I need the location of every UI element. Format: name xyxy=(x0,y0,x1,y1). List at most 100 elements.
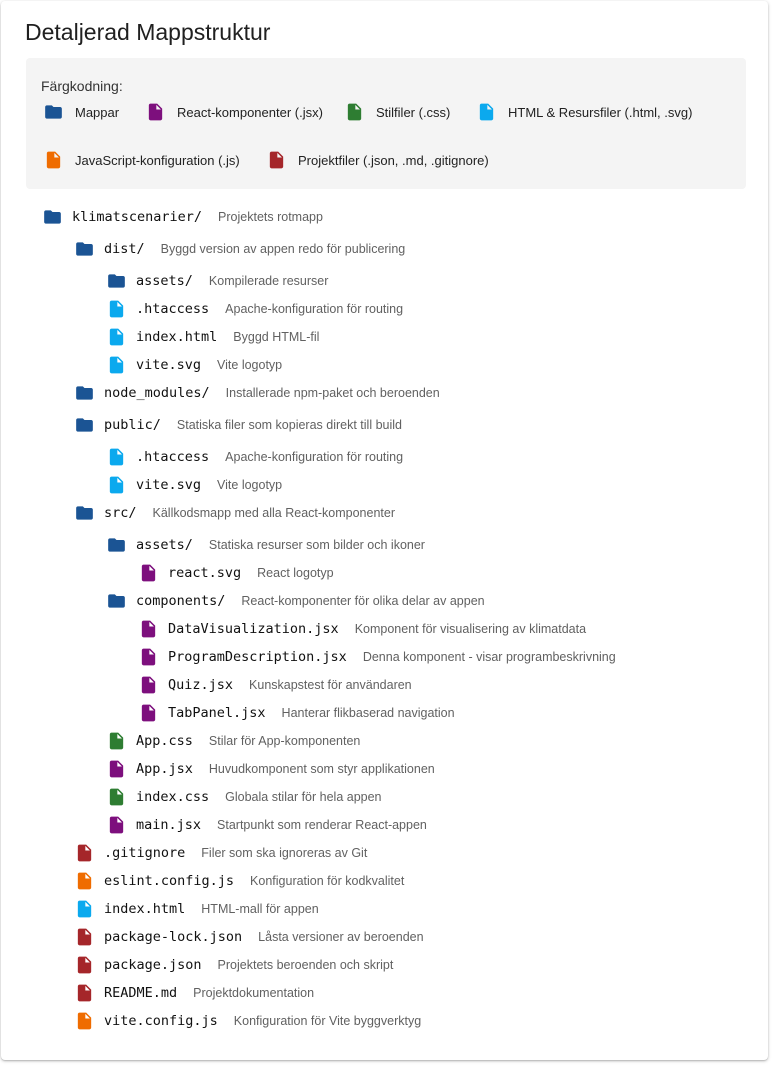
file-icon xyxy=(476,102,497,122)
tree-folder-row[interactable]: node_modules/Installerade npm-paket och … xyxy=(74,381,440,405)
file-icon xyxy=(344,102,365,122)
legend-item: Projektfiler (.json, .md, .gitignore) xyxy=(266,149,489,171)
file-icon xyxy=(106,475,127,495)
tree-item-name: index.html xyxy=(104,901,186,917)
tree-file-row[interactable]: react.svg React logotyp xyxy=(138,561,334,585)
legend-item: React-komponenter (.jsx) xyxy=(145,101,323,123)
tree-file-row[interactable]: DataVisualization.jsx Komponent för visua… xyxy=(138,617,586,641)
tree-file-row[interactable]: App.jsx Huvudkomponent som styr applikati… xyxy=(106,757,435,781)
tree-item-name: DataVisualization.jsx xyxy=(168,621,339,637)
folder-icon xyxy=(43,102,64,122)
tree-item-description: Kunskapstest för användaren xyxy=(249,678,412,692)
tree-file-row[interactable]: README.md Projektdokumentation xyxy=(74,981,314,1005)
legend-label: Stilfiler (.css) xyxy=(376,104,451,120)
tree-file-row[interactable]: package-lock.json Låsta versioner av bero… xyxy=(74,925,424,949)
tree-item-description: Statiska resurser som bilder och ikoner xyxy=(208,538,425,552)
tree-folder-row[interactable]: components/React-komponenter för olika d… xyxy=(106,589,485,613)
tree-folder-row[interactable]: klimatscenarier/Projektets rotmapp xyxy=(42,205,323,229)
tree-item-description: Låsta versioner av beroenden xyxy=(258,930,424,944)
tree-item-name: eslint.config.js xyxy=(104,873,235,889)
file-icon xyxy=(74,983,95,1003)
tree-item-description: Denna komponent - visar programbeskrivni… xyxy=(362,650,616,664)
legend-label: Projektfiler (.json, .md, .gitignore) xyxy=(298,152,489,168)
file-icon xyxy=(106,759,127,779)
file-icon xyxy=(74,899,95,919)
tree-file-row[interactable]: eslint.config.js Konfiguration för kodkva… xyxy=(74,869,404,893)
tree-item-description: Huvudkomponent som styr applikationen xyxy=(208,762,435,776)
folder-icon xyxy=(42,207,63,227)
tree-folder-row[interactable]: assets/Kompilerade resurser xyxy=(106,269,328,293)
legend-label: JavaScript-konfiguration (.js) xyxy=(75,152,240,168)
tree-item-name: react.svg xyxy=(168,565,242,581)
file-icon xyxy=(74,871,95,891)
tree-item-name: main.jsx xyxy=(136,817,202,833)
file-icon xyxy=(106,447,127,467)
tree-item-description: Byggd HTML-fil xyxy=(233,330,320,344)
tree-folder-row[interactable]: src/Källkodsmapp med alla React-komponen… xyxy=(74,501,395,525)
tree-item-name: App.jsx xyxy=(136,761,193,777)
file-icon xyxy=(74,927,95,947)
folder-icon xyxy=(74,415,95,435)
file-icon xyxy=(106,815,127,835)
tree-folder-row[interactable]: public/Statiska filer som kopieras direk… xyxy=(74,413,402,437)
tree-item-description: Kompilerade resurser xyxy=(208,274,329,288)
file-icon xyxy=(138,647,159,667)
tree-item-description: React logotyp xyxy=(257,566,334,580)
tree-item-description: Installerade npm-paket och beroenden xyxy=(225,386,440,400)
tree-file-row[interactable]: ProgramDescription.jsx Denna komponent - … xyxy=(138,645,616,669)
tree-item-name: assets/ xyxy=(136,273,193,289)
folder-icon xyxy=(74,383,95,403)
tree-item-name: App.css xyxy=(136,733,193,749)
tree-item-name: vite.svg xyxy=(136,477,202,493)
tree-item-name: .htaccess xyxy=(136,301,210,317)
file-icon xyxy=(138,675,159,695)
tree-folder-row[interactable]: dist/Byggd version av appen redo för pub… xyxy=(74,237,405,261)
file-icon xyxy=(138,619,159,639)
folder-icon xyxy=(106,271,127,291)
tree-item-description: Apache-konfiguration för routing xyxy=(225,302,404,316)
file-icon xyxy=(74,1011,95,1031)
tree-item-name: src/ xyxy=(104,505,137,521)
tree-item-name: TabPanel.jsx xyxy=(168,705,266,721)
file-icon xyxy=(74,955,95,975)
folder-icon xyxy=(106,535,127,555)
tree-item-description: Apache-konfiguration för routing xyxy=(225,450,404,464)
page-title: Detaljerad Mappstruktur xyxy=(25,19,271,45)
tree-file-row[interactable]: .htaccess Apache-konfiguration för routin… xyxy=(106,297,403,321)
tree-item-name: package.json xyxy=(104,957,202,973)
folder-icon xyxy=(74,239,95,259)
tree-item-description: Komponent för visualisering av klimatdat… xyxy=(354,622,587,636)
tree-item-description: React-komponenter för olika delar av app… xyxy=(241,594,485,608)
tree-item-description: Konfiguration för Vite byggverktyg xyxy=(233,1014,422,1028)
tree-file-row[interactable]: main.jsx Startpunkt som renderar React-ap… xyxy=(106,813,427,837)
tree-item-description: Byggd version av appen redo för publicer… xyxy=(160,242,406,256)
file-icon xyxy=(106,731,127,751)
tree-item-name: public/ xyxy=(104,417,161,433)
tree-item-name: README.md xyxy=(104,985,178,1001)
tree-file-row[interactable]: index.css Globala stilar för hela appen xyxy=(106,785,382,809)
legend-label: React-komponenter (.jsx) xyxy=(177,104,323,120)
tree-item-name: index.css xyxy=(136,789,210,805)
tree-item-name: package-lock.json xyxy=(104,929,243,945)
tree-item-name: ProgramDescription.jsx xyxy=(168,649,347,665)
legend-label: Mappar xyxy=(75,104,120,120)
tree-item-description: Projektdokumentation xyxy=(193,986,315,1000)
folder-icon xyxy=(106,591,127,611)
tree-item-description: Startpunkt som renderar React-appen xyxy=(217,818,427,832)
tree-folder-row[interactable]: assets/Statiska resurser som bilder och … xyxy=(106,533,425,557)
tree-item-name: dist/ xyxy=(104,241,145,257)
tree-item-description: Globala stilar för hela appen xyxy=(225,790,382,804)
tree-item-description: Konfiguration för kodkvalitet xyxy=(250,874,405,888)
